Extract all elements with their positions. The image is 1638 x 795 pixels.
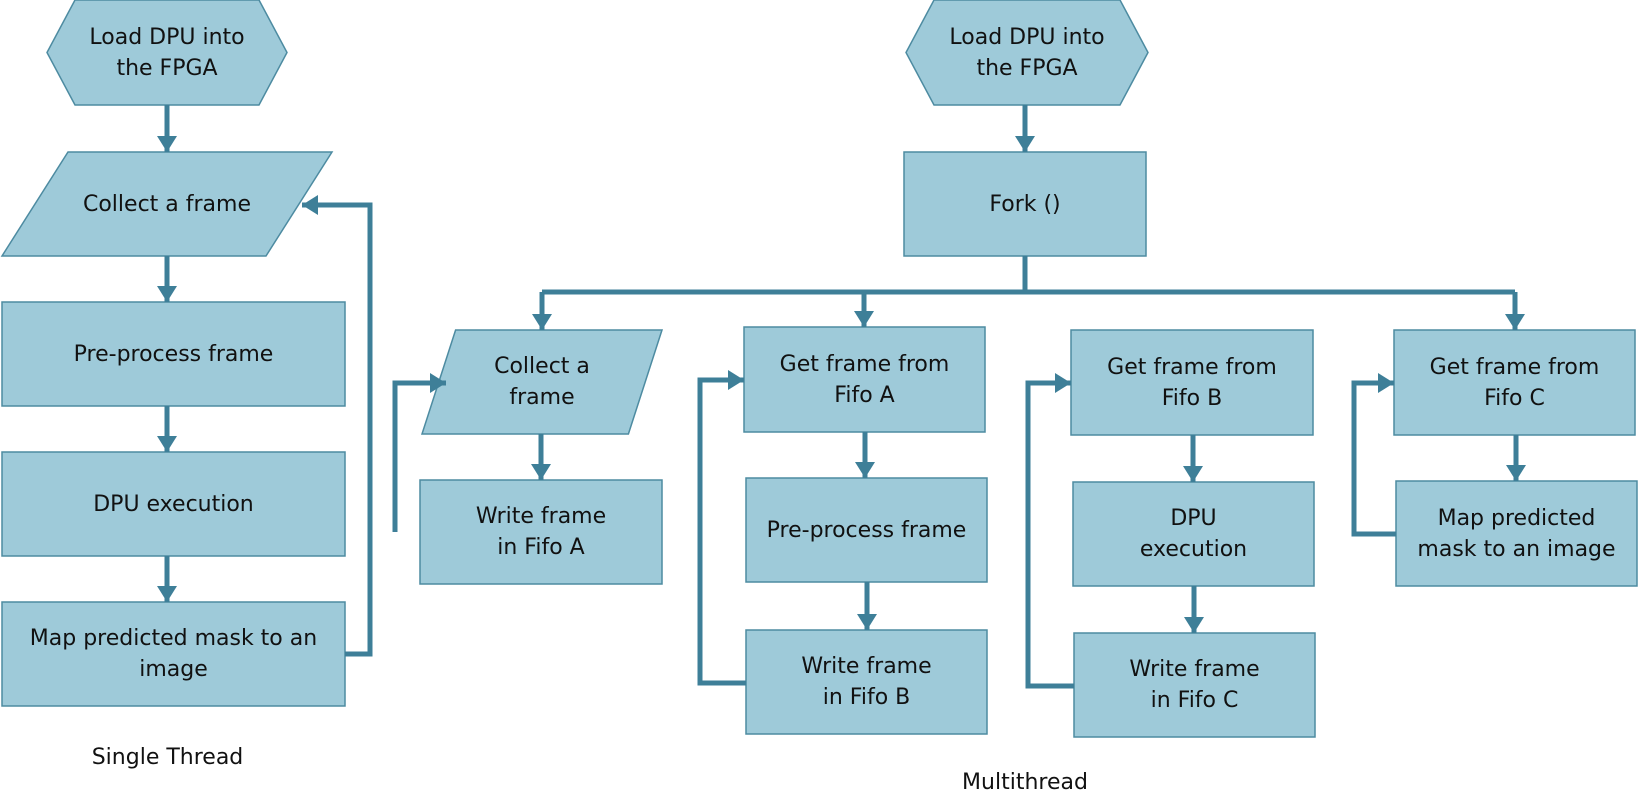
b-pre-node — [745, 477, 988, 583]
c-get-node — [1070, 329, 1314, 436]
a-write-node — [419, 479, 663, 585]
arrow-m-load-fork-arrowhead — [1015, 136, 1035, 152]
b-get-node — [743, 326, 986, 433]
arrow-s-dpu-map-arrowhead — [157, 586, 177, 602]
arrow-s-load-collect-arrowhead — [157, 136, 177, 152]
arrow-c-dpu-write-arrowhead — [1184, 617, 1204, 633]
loop-d — [1351, 380, 1396, 537]
arrow-fork-d-arrowhead — [1505, 314, 1525, 330]
s-load-node — [46, 0, 288, 106]
loop-a-arrowhead — [430, 373, 446, 393]
s-dpu-node — [1, 451, 346, 557]
s-pre-node — [1, 301, 346, 407]
a-collect-node — [420, 329, 664, 435]
s-map-node — [1, 601, 346, 707]
loop-s-map-collect — [302, 202, 373, 657]
multithread-caption: Multithread — [962, 770, 1088, 795]
loop-c — [1025, 380, 1074, 689]
d-get-node — [1393, 329, 1636, 436]
loop-a — [392, 380, 446, 532]
arrow-b-get-pre-arrowhead — [855, 462, 875, 478]
arrow-b-pre-write-arrowhead — [857, 614, 877, 630]
loop-b — [697, 377, 746, 686]
loop-c-arrowhead — [1055, 373, 1071, 393]
loop-s-map-collect-arrowhead — [302, 195, 318, 215]
loop-b-arrowhead — [728, 370, 744, 390]
arrow-fork-a-arrowhead — [532, 314, 552, 330]
arrow-s-pre-dpu-arrowhead — [157, 436, 177, 452]
m-fork-node — [903, 151, 1147, 257]
c-write-node — [1073, 632, 1316, 738]
c-dpu-node — [1072, 481, 1315, 587]
arrow-c-get-dpu-arrowhead — [1183, 466, 1203, 482]
arrow-s-collect-pre-arrowhead — [157, 286, 177, 302]
s-collect-node — [0, 151, 334, 257]
single-thread-caption: Single Thread — [91, 745, 244, 770]
m-load-node — [905, 0, 1149, 106]
loop-d-arrowhead — [1378, 373, 1394, 393]
arrow-d-get-map-arrowhead — [1506, 465, 1526, 481]
b-write-node — [745, 629, 988, 735]
arrow-a-collect-write-arrowhead — [531, 464, 551, 480]
d-map-node — [1395, 480, 1638, 587]
arrow-fork-b-arrowhead — [854, 311, 874, 327]
